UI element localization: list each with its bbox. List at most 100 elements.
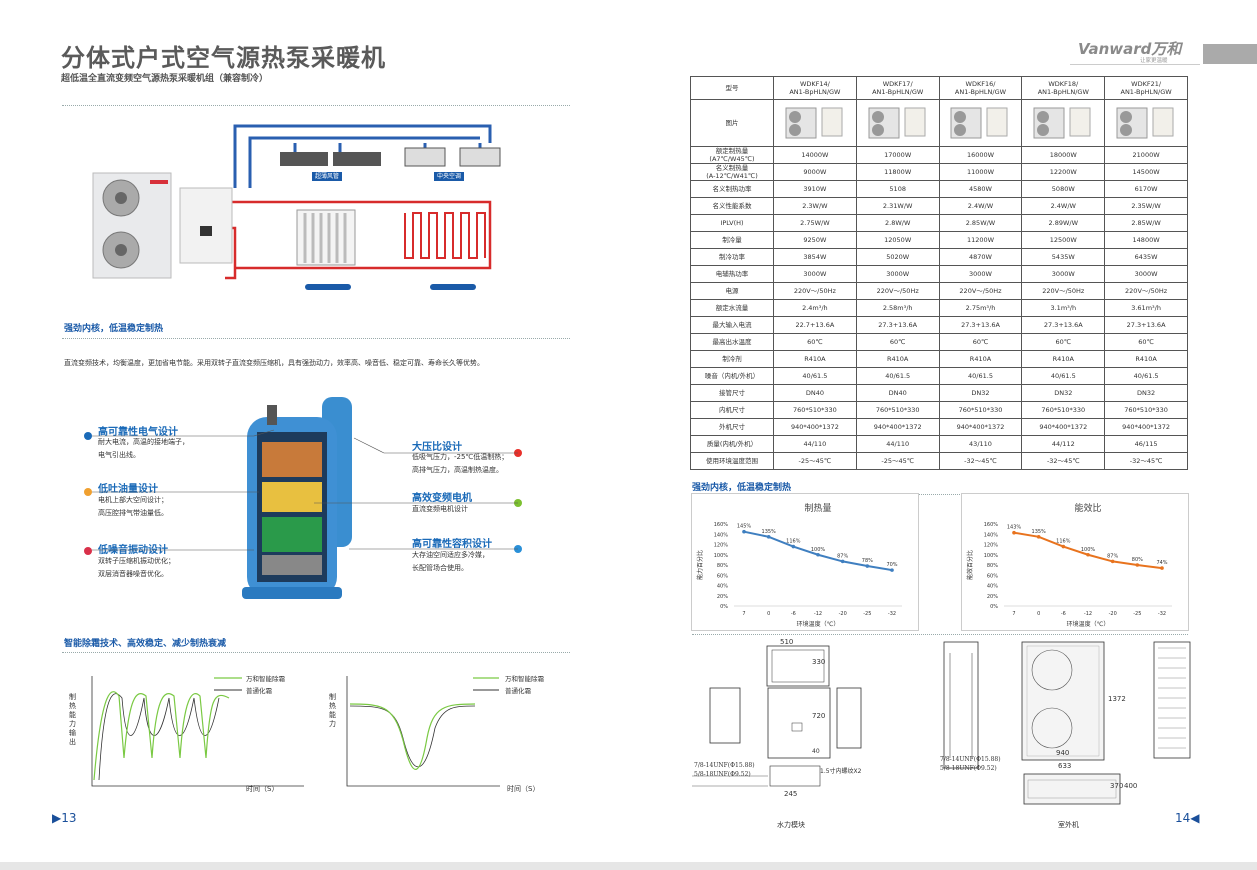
system-diagram xyxy=(92,124,501,290)
radiator-image xyxy=(296,209,356,266)
section-heading: 智能除霜技术、高效稳定、减少制热衰减 xyxy=(64,639,227,649)
table-cell: 60℃ xyxy=(938,333,1023,351)
table-cell: 220V～/50Hz xyxy=(1021,282,1106,300)
table-cell: R410A xyxy=(1021,350,1106,368)
y-tick-label: 80% xyxy=(717,563,728,569)
table-cell: 940*400*1372 xyxy=(855,418,940,436)
row-label: IPLV(H) xyxy=(690,214,774,232)
product-image-icon xyxy=(785,107,843,139)
y-tick-label: 40% xyxy=(987,584,998,590)
x-axis-label: 环境温度（℃） xyxy=(1067,620,1110,628)
table-cell: 5435W xyxy=(1021,248,1106,266)
y-tick-label: 140% xyxy=(714,532,729,538)
table-cell: 3.1m³/h xyxy=(1021,299,1106,317)
table-cell: 46/115 xyxy=(1104,435,1188,453)
data-point xyxy=(766,535,771,539)
dimension-label: 330 xyxy=(812,658,826,666)
table-cell: R410A xyxy=(855,350,940,368)
y-tick-label: 100% xyxy=(714,553,729,559)
divider xyxy=(62,652,570,653)
dimension-label: 40 xyxy=(812,748,820,755)
table-cell: 6170W xyxy=(1104,180,1188,198)
table-cell: 27.3+13.6A xyxy=(1021,316,1106,334)
data-label: 87% xyxy=(837,553,848,559)
y-tick-label: 0% xyxy=(990,604,998,610)
pipe-spec: 5/8-18UNF(Φ9.52) xyxy=(694,771,751,778)
table-cell: 760*510*330 xyxy=(773,401,857,419)
feature-text: 大存油空间适应多冷媒， xyxy=(412,551,489,559)
row-label: 噪音（内机/外机） xyxy=(690,367,774,385)
pipe-spec: 5/8-18UNF(Φ9.52) xyxy=(940,765,997,772)
feature-title: 低吐油量设计 xyxy=(98,484,158,495)
table-cell: 44/110 xyxy=(855,435,940,453)
pipe-spec: 7/8-14UNF(Φ15.88) xyxy=(694,762,755,769)
x-tick-label: 7 xyxy=(1012,611,1015,617)
x-tick-label: -6 xyxy=(791,611,796,617)
table-cell: 220V～/50Hz xyxy=(1104,282,1188,300)
table-cell: 940*400*1372 xyxy=(1021,418,1106,436)
chart-title: 能效比 xyxy=(1074,502,1101,514)
x-tick-label: 0 xyxy=(1037,611,1040,617)
table-cell: 40/61.5 xyxy=(855,367,940,385)
table-cell: 940*400*1372 xyxy=(938,418,1023,436)
divider xyxy=(1070,64,1200,65)
product-image xyxy=(938,99,1023,147)
table-cell: -25～45℃ xyxy=(855,452,940,470)
data-point xyxy=(1036,535,1041,539)
table-cell: 2.4W/W xyxy=(938,197,1023,215)
feature-text: 电机上部大空间设计； xyxy=(98,496,168,504)
leader-lines xyxy=(92,429,518,551)
table-cell: 760*510*330 xyxy=(1104,401,1188,419)
dimension-label: 720 xyxy=(812,712,826,720)
bottom-strip xyxy=(0,862,1257,870)
data-point xyxy=(816,552,820,557)
data-label: 145% xyxy=(737,524,752,530)
row-label: 制冷剂 xyxy=(690,350,774,368)
page-number-left: ▶13 xyxy=(52,811,77,825)
divider xyxy=(62,338,570,339)
row-label: 内机尺寸 xyxy=(690,401,774,419)
table-cell: -32～45℃ xyxy=(1104,452,1188,470)
duct-label: 超薄风管 xyxy=(312,172,343,181)
y-tick-label: 160% xyxy=(984,522,999,528)
table-cell: 14800W xyxy=(1104,231,1188,249)
defrost-chart-2: 万和智能除霜 普通化霜 制热能力 时间（S） xyxy=(325,668,575,798)
product-image-icon xyxy=(1033,107,1091,139)
table-cell: 21000W xyxy=(1104,146,1188,164)
product-image-icon xyxy=(1116,107,1174,139)
row-label: 额定水流量 xyxy=(690,299,774,317)
model-header: WDKF21/AN1-BpHLN/GW xyxy=(1104,76,1188,100)
model-header: WDKF16/AN1-BpHLN/GW xyxy=(938,76,1023,100)
row-label: 制冷量 xyxy=(690,231,774,249)
row-label: 最高出水温度 xyxy=(690,333,774,351)
product-image xyxy=(855,99,940,147)
row-label: 接管尺寸 xyxy=(690,384,774,402)
divider xyxy=(692,634,1188,635)
table-cell: 2.85W/W xyxy=(1104,214,1188,232)
table-cell: R410A xyxy=(938,350,1023,368)
data-label: 100% xyxy=(1081,547,1096,553)
table-cell: 2.89W/W xyxy=(1021,214,1106,232)
outdoor-unit-image xyxy=(92,172,172,279)
x-tick-label: 7 xyxy=(742,611,745,617)
data-point xyxy=(1160,566,1164,570)
dimension-label: 510 xyxy=(780,638,794,646)
dimension-label: 1372 xyxy=(1108,695,1126,703)
table-cell: 14000W xyxy=(773,146,857,164)
duct-unit-icons xyxy=(280,147,501,167)
x-tick-label: -20 xyxy=(1109,611,1117,617)
data-point xyxy=(1110,559,1115,564)
model-header: WDKF14/AN1-BpHLN/GW xyxy=(773,76,857,100)
product-image xyxy=(1104,99,1188,147)
table-cell: 9000W xyxy=(773,163,857,181)
floor-heating-coil xyxy=(404,212,486,259)
product-image-icon xyxy=(950,107,1008,139)
y-tick-label: 120% xyxy=(714,543,729,549)
table-cell: 3000W xyxy=(938,265,1023,283)
data-point xyxy=(1012,530,1016,535)
table-cell: 940*400*1372 xyxy=(1104,418,1188,436)
table-cell: 3000W xyxy=(855,265,940,283)
